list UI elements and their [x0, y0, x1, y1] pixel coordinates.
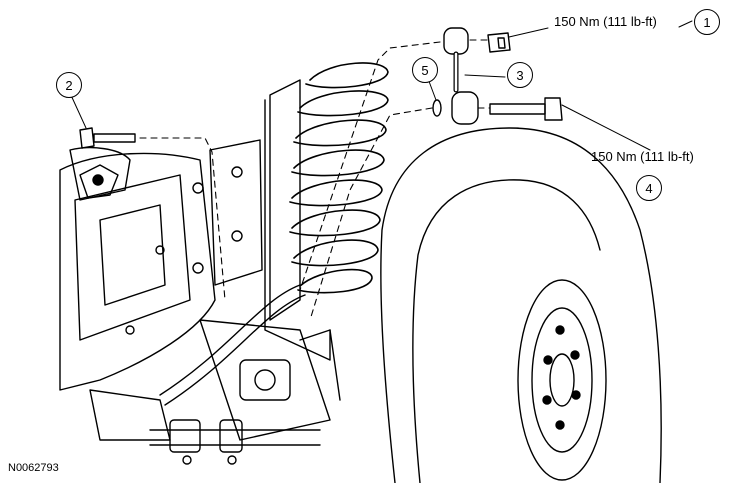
control-arm — [59, 147, 216, 391]
leader-lines — [69, 20, 693, 151]
frame-bracket — [192, 79, 331, 361]
bolt-item-2 — [79, 127, 136, 149]
coil-spring — [289, 62, 389, 294]
callout-5: 5 — [412, 57, 438, 83]
nut-item-1 — [487, 32, 511, 53]
callout-1: 1 — [694, 9, 720, 35]
bolt-item-4 — [489, 97, 563, 121]
stabilizer-link — [443, 27, 479, 125]
torque-spec-item-4: 150 Nm (111 lb-ft) — [591, 149, 694, 164]
stabilizer-bar — [149, 284, 321, 465]
lower-assembly — [89, 319, 341, 441]
wheel-tire — [380, 127, 662, 483]
callout-3: 3 — [507, 62, 533, 88]
callout-2: 2 — [56, 72, 82, 98]
torque-spec-item-1: 150 Nm (111 lb-ft) — [554, 14, 657, 29]
washer-item-5 — [432, 99, 442, 117]
callout-4: 4 — [636, 175, 662, 201]
alignment-lines — [139, 39, 491, 321]
figure-id: N0062793 — [8, 462, 59, 474]
